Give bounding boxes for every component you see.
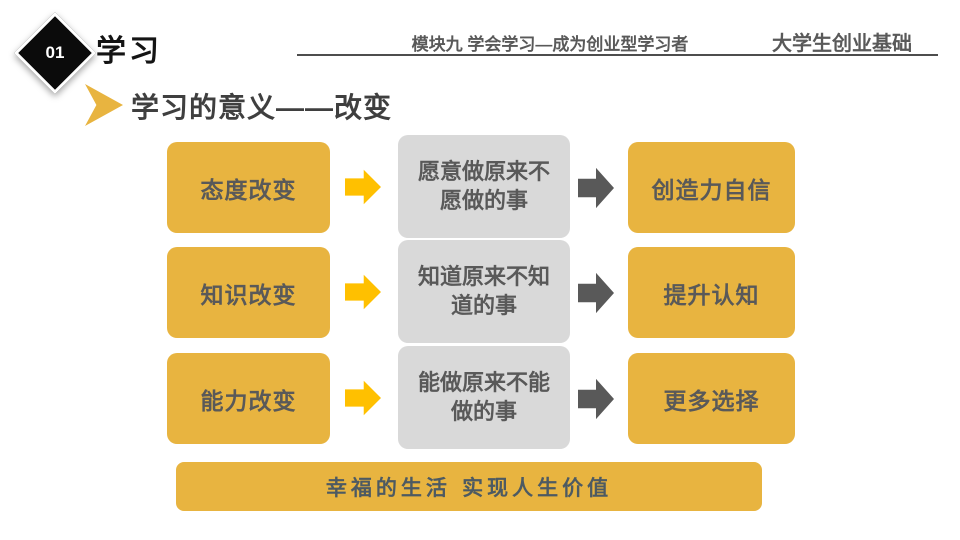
result-box: 提升认知	[628, 247, 795, 338]
arrow-right-icon	[578, 378, 614, 420]
effect-box: 知道原来不知道的事	[398, 240, 570, 343]
flow-row: 态度改变 愿意做原来不愿做的事 创造力自信	[167, 135, 795, 238]
arrow-right-icon	[345, 169, 381, 205]
result-box: 创造力自信	[628, 142, 795, 233]
arrow-right-icon	[578, 167, 614, 209]
slide-number-badge: 01	[45, 43, 65, 62]
cause-box: 能力改变	[167, 353, 330, 444]
effect-box: 能做原来不能做的事	[398, 346, 570, 449]
section-heading: 学习的意义——改变	[131, 92, 393, 123]
module-title: 模块九 学会学习—成为创业型学习者	[411, 35, 689, 54]
page-title: 学习	[96, 35, 162, 68]
cause-box: 态度改变	[167, 142, 330, 233]
header-divider	[297, 54, 938, 56]
flow-row: 能力改变 能做原来不能做的事 更多选择	[167, 346, 795, 449]
effect-text: 能做原来不能做的事	[417, 369, 550, 424]
course-title: 大学生创业基础	[772, 33, 912, 55]
flow-row: 知识改变 知道原来不知道的事 提升认知	[167, 240, 795, 343]
arrow-right-icon	[578, 272, 614, 314]
conclusion-banner: 幸福的生活 实现人生价值	[176, 462, 762, 511]
effect-text: 愿意做原来不愿做的事	[417, 158, 550, 213]
arrow-right-icon	[345, 274, 381, 310]
result-box: 更多选择	[628, 353, 795, 444]
effect-text: 知道原来不知道的事	[417, 263, 550, 318]
arrowhead-icon	[85, 84, 123, 126]
arrow-right-icon	[345, 380, 381, 416]
cause-box: 知识改变	[167, 247, 330, 338]
effect-box: 愿意做原来不愿做的事	[398, 135, 570, 238]
